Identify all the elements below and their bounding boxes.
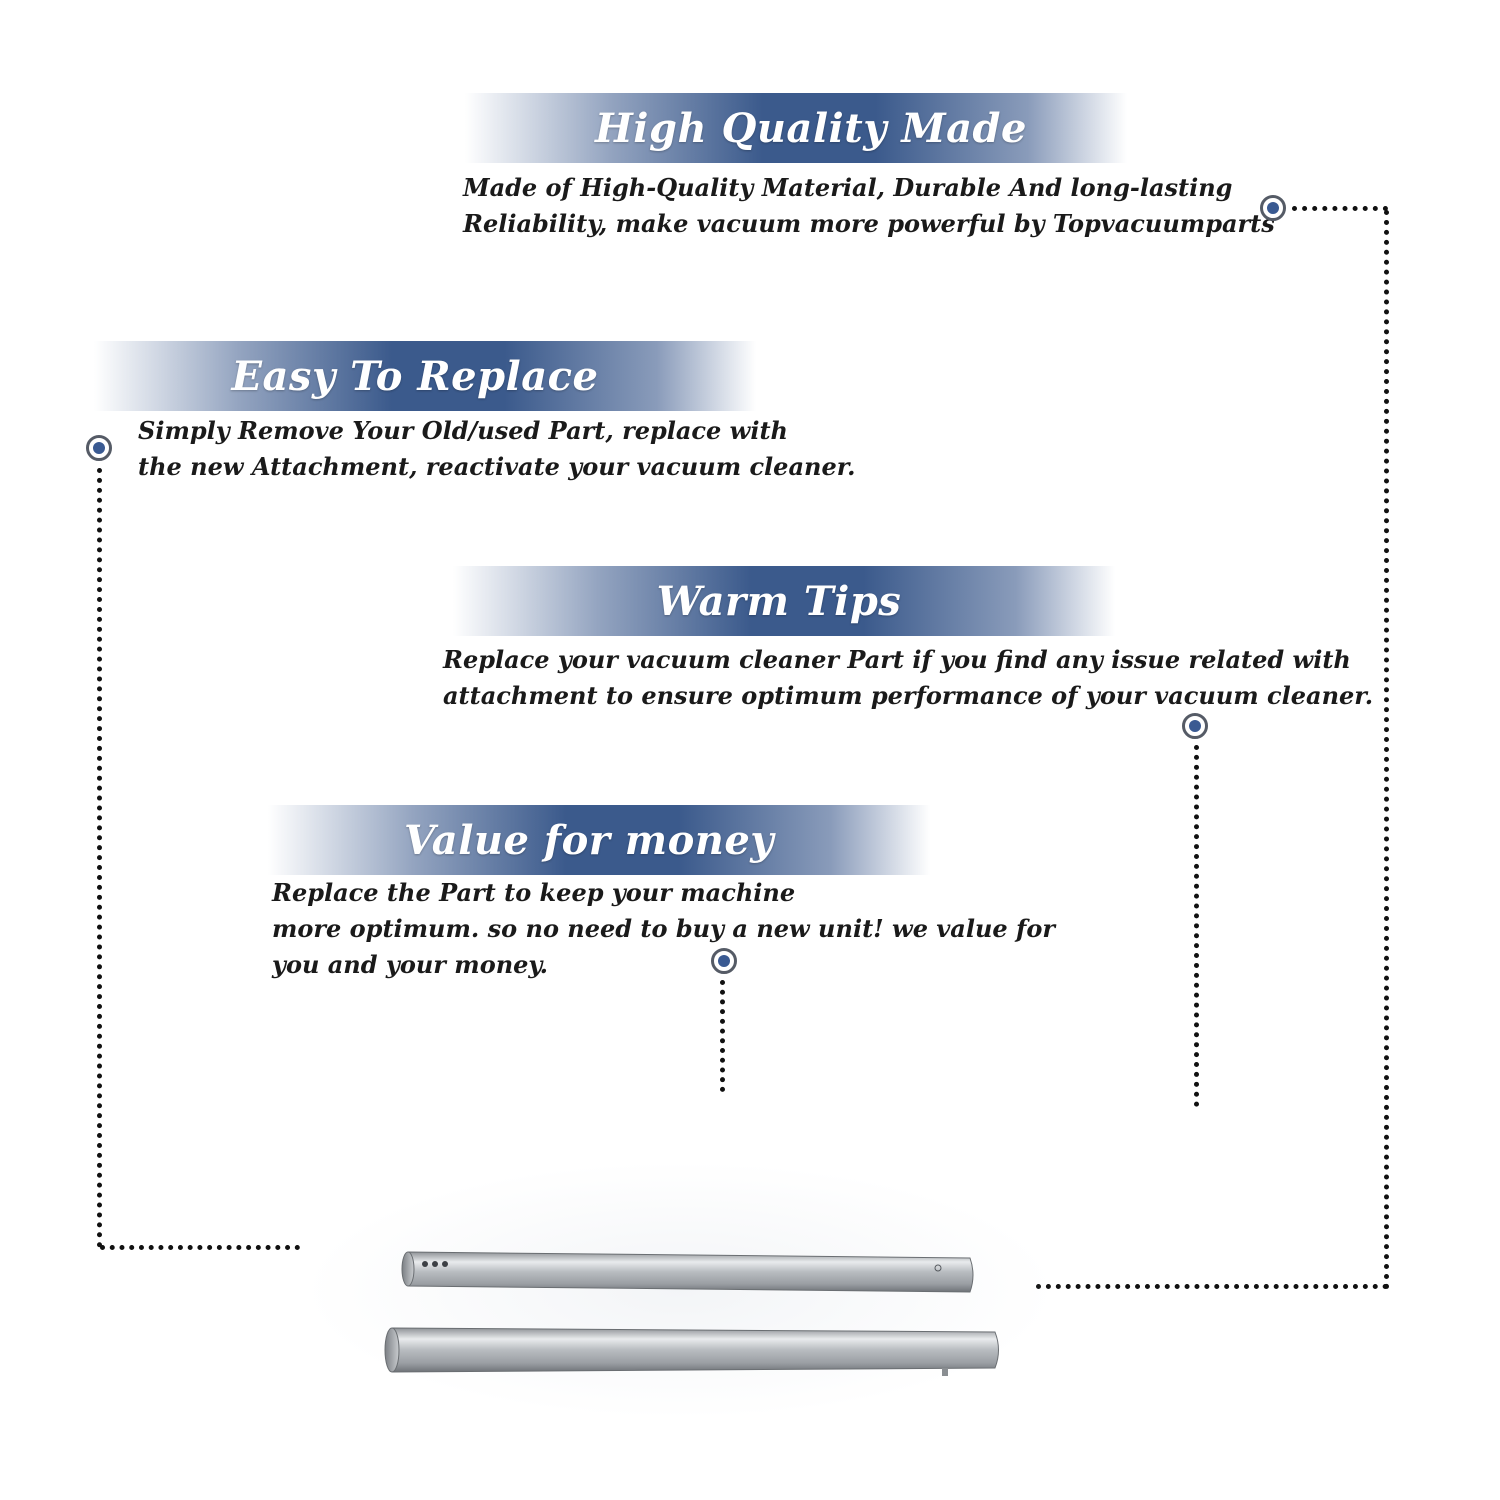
banner-value-for-money: Value for money (268, 805, 930, 875)
lower-tube (384, 1327, 999, 1376)
description-line: attachment to ensure optimum performance… (443, 681, 1374, 710)
connector-dotted-line (1036, 1284, 1388, 1289)
section-title: High Quality Made (595, 104, 1027, 152)
description-line: Made of High-Quality Material, Durable A… (463, 173, 1233, 202)
description-line: Simply Remove Your Old/used Part, replac… (138, 416, 788, 445)
connector-marker-icon (1182, 713, 1208, 739)
connector-marker-icon (1260, 195, 1286, 221)
description-line: Replace the Part to keep your machine (272, 878, 796, 907)
description-line: Replace your vacuum cleaner Part if you … (443, 645, 1351, 674)
section-title: Value for money (403, 816, 775, 864)
description-line: you and your money. (272, 950, 548, 979)
connector-dotted-line (720, 980, 725, 1092)
connector-dotted-line (97, 468, 102, 1248)
upper-tube (401, 1251, 974, 1293)
banner-easy-replace: Easy To Replace (94, 341, 756, 411)
section-description: Replace the Part to keep your machine mo… (272, 875, 1055, 983)
banner-high-quality: High Quality Made (465, 93, 1127, 163)
product-tubes-image (384, 1251, 999, 1376)
connector-dotted-line (1194, 745, 1199, 1107)
connector-marker-icon (86, 435, 112, 461)
connector-dotted-line (1292, 206, 1388, 211)
description-line: Reliability, make vacuum more powerful b… (463, 209, 1275, 238)
connector-dotted-line (1384, 210, 1389, 1290)
description-line: the new Attachment, reactivate your vacu… (138, 452, 856, 481)
section-title: Easy To Replace (231, 352, 599, 400)
section-description: Replace your vacuum cleaner Part if you … (443, 642, 1373, 714)
connector-marker-icon (711, 948, 737, 974)
connector-dotted-line (100, 1245, 300, 1250)
banner-warm-tips: Warm Tips (453, 566, 1115, 636)
section-description: Simply Remove Your Old/used Part, replac… (138, 413, 856, 485)
section-description: Made of High-Quality Material, Durable A… (463, 170, 1275, 242)
section-title: Warm Tips (656, 577, 902, 625)
description-line: more optimum. so no need to buy a new un… (272, 914, 1055, 943)
